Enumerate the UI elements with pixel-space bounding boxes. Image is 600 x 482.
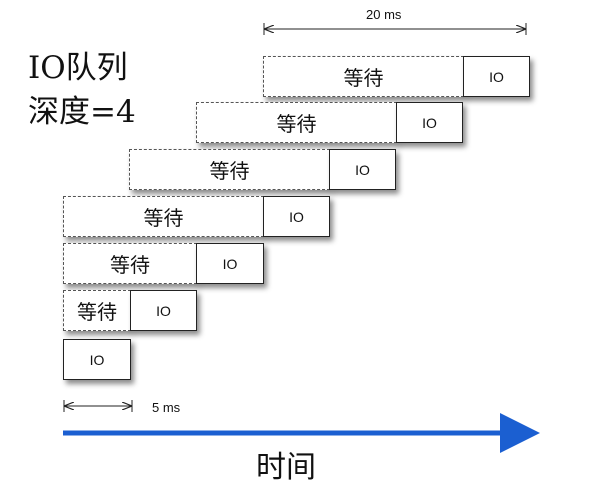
io-block: IO xyxy=(63,339,131,380)
dim-label-5ms: 5 ms xyxy=(152,400,181,415)
dimension-5ms xyxy=(63,400,133,412)
wait-block: 等待 xyxy=(63,290,131,331)
title-line1: IO队列 xyxy=(28,50,128,86)
wait-block: 等待 xyxy=(263,56,464,97)
wait-block: 等待 xyxy=(63,196,264,237)
wait-block: 等待 xyxy=(63,243,197,284)
wait-block: 等待 xyxy=(196,102,397,143)
title-line2: 深度=4 xyxy=(28,94,136,130)
time-axis-label: 时间 xyxy=(256,450,316,482)
io-block: IO xyxy=(263,196,330,237)
io-block: IO xyxy=(396,102,463,143)
io-block: IO xyxy=(329,149,396,190)
dim-label-20ms: 20 ms xyxy=(366,7,402,22)
io-block: IO xyxy=(130,290,197,331)
wait-block: 等待 xyxy=(129,149,330,190)
io-block: IO xyxy=(463,56,530,97)
dimension-20ms xyxy=(263,23,527,35)
io-block: IO xyxy=(196,243,264,284)
